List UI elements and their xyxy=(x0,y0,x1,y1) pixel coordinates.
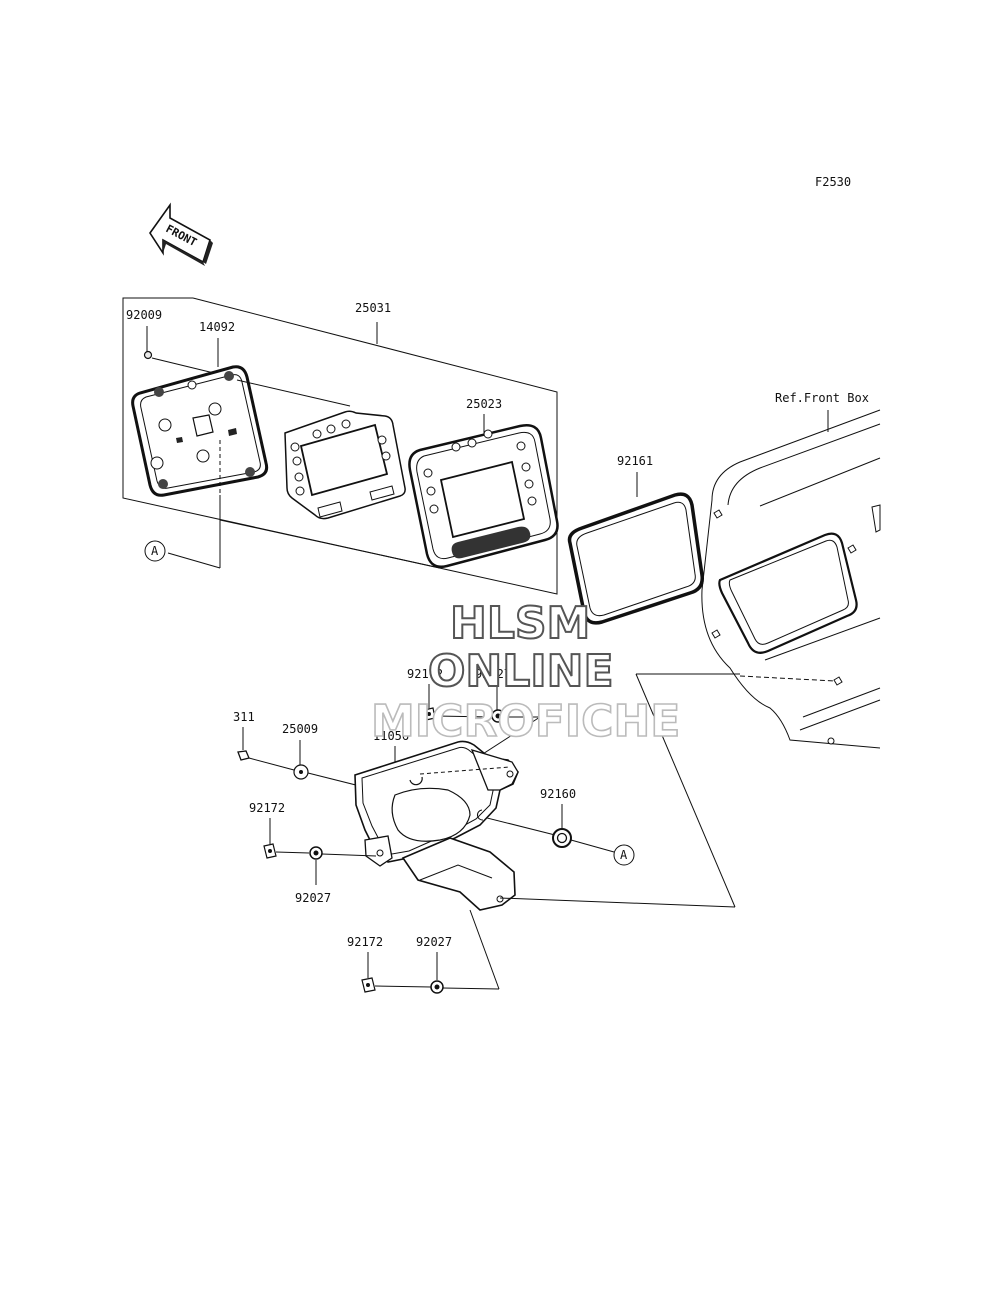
meter-circuit-board xyxy=(284,410,406,520)
figure-code: F2530 xyxy=(815,175,851,189)
nut-icon xyxy=(430,980,444,994)
reference-label: Ref.Front Box xyxy=(775,391,869,405)
assembly-line-dashed xyxy=(419,766,511,775)
callout-leader xyxy=(167,552,221,569)
label-92172-top: 92172 xyxy=(407,667,443,681)
assembly-line xyxy=(236,379,351,407)
label-92160: 92160 xyxy=(540,787,576,801)
assembly-line-dashed xyxy=(739,675,836,682)
label-92027-left: 92027 xyxy=(295,891,331,905)
callout-a-letter: A xyxy=(620,848,628,862)
washer-icon xyxy=(293,764,309,780)
label-25023: 25023 xyxy=(466,397,502,411)
label-92027-bottom: 92027 xyxy=(416,935,452,949)
watermark: HLSM ONLINE MICROFICHE xyxy=(370,597,681,748)
watermark-line3: MICROFICHE xyxy=(371,696,680,747)
assembly-line xyxy=(151,357,219,375)
assembly-line xyxy=(248,757,295,771)
label-92172-bottom: 92172 xyxy=(347,935,383,949)
watermark-line2: ONLINE xyxy=(428,646,614,697)
assembly-line xyxy=(219,519,441,569)
front-box-panel xyxy=(701,409,881,749)
assembly-line xyxy=(275,851,310,854)
bolt-icon xyxy=(263,843,277,859)
meter-bracket xyxy=(354,740,519,911)
callout-leader xyxy=(570,839,615,853)
bolt-icon xyxy=(423,707,436,721)
nut-icon xyxy=(237,750,250,761)
nut-icon xyxy=(309,846,323,860)
callout-a-circle xyxy=(144,540,166,562)
screw-icon xyxy=(143,350,153,360)
label-14092: 14092 xyxy=(199,320,235,334)
label-25009: 25009 xyxy=(282,722,318,736)
callout-a-letter: A xyxy=(151,544,159,558)
watermark-line1: HLSM xyxy=(450,598,590,649)
label-311: 311 xyxy=(233,710,255,724)
grommet-icon xyxy=(552,828,572,848)
label-25031: 25031 xyxy=(355,301,391,315)
assembly-line xyxy=(435,715,492,718)
label-92161: 92161 xyxy=(617,454,653,468)
label-92009: 92009 xyxy=(126,308,162,322)
callout-a-circle xyxy=(613,844,635,866)
meter-unit xyxy=(408,424,559,568)
nut-icon xyxy=(491,709,505,723)
front-arrow-icon: FRONT xyxy=(149,202,213,266)
label-92172-left: 92172 xyxy=(249,801,285,815)
assembly-line xyxy=(442,987,500,990)
meter-gasket xyxy=(567,492,704,625)
assembly-line xyxy=(469,909,500,990)
assembly-line xyxy=(499,897,736,908)
assembly-line xyxy=(321,853,377,857)
meter-back-cover xyxy=(131,365,269,497)
label-92027-top: 92027 xyxy=(475,667,511,681)
label-11056: 11056 xyxy=(373,729,409,743)
bolt-icon xyxy=(361,977,376,993)
assembly-line xyxy=(374,985,432,988)
assembly-line xyxy=(635,673,736,908)
